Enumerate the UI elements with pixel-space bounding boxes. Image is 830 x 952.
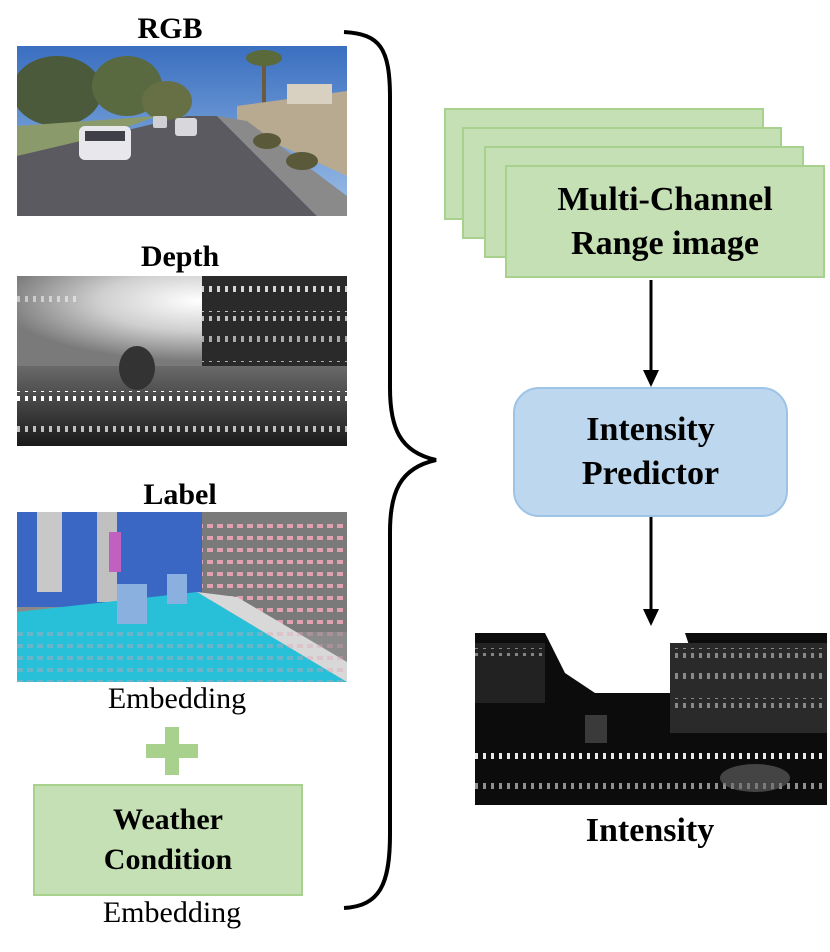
multi-channel-title: Multi-Channel Range image [505,178,825,266]
rgb-title: RGB [137,12,203,45]
curly-brace [343,30,437,910]
intensity-predictor-box: Intensity Predictor [513,387,788,517]
label-image [17,512,347,682]
label-title: Label [143,478,217,511]
arrow-to-predictor [643,280,659,387]
weather-line-2: Condition [103,843,233,876]
weather-embedding-text: Embedding [102,896,242,929]
stack-line-1: Multi-Channel [557,181,773,218]
depth-image [17,276,347,446]
weather-condition-box: Weather Condition [33,784,303,896]
stack-line-2: Range image [571,225,759,262]
weather-line-1: Weather [113,803,223,836]
label-embedding-text: Embedding [107,682,247,715]
rgb-image [17,46,347,216]
predictor-line-1: Intensity [586,411,715,448]
intensity-output-label: Intensity [585,812,715,849]
predictor-line-2: Predictor [581,455,720,492]
multi-channel-range-image-box [505,165,825,278]
depth-title: Depth [140,240,220,273]
intensity-image [475,633,827,805]
arrow-to-intensity [643,517,659,626]
plus-icon [146,727,198,775]
